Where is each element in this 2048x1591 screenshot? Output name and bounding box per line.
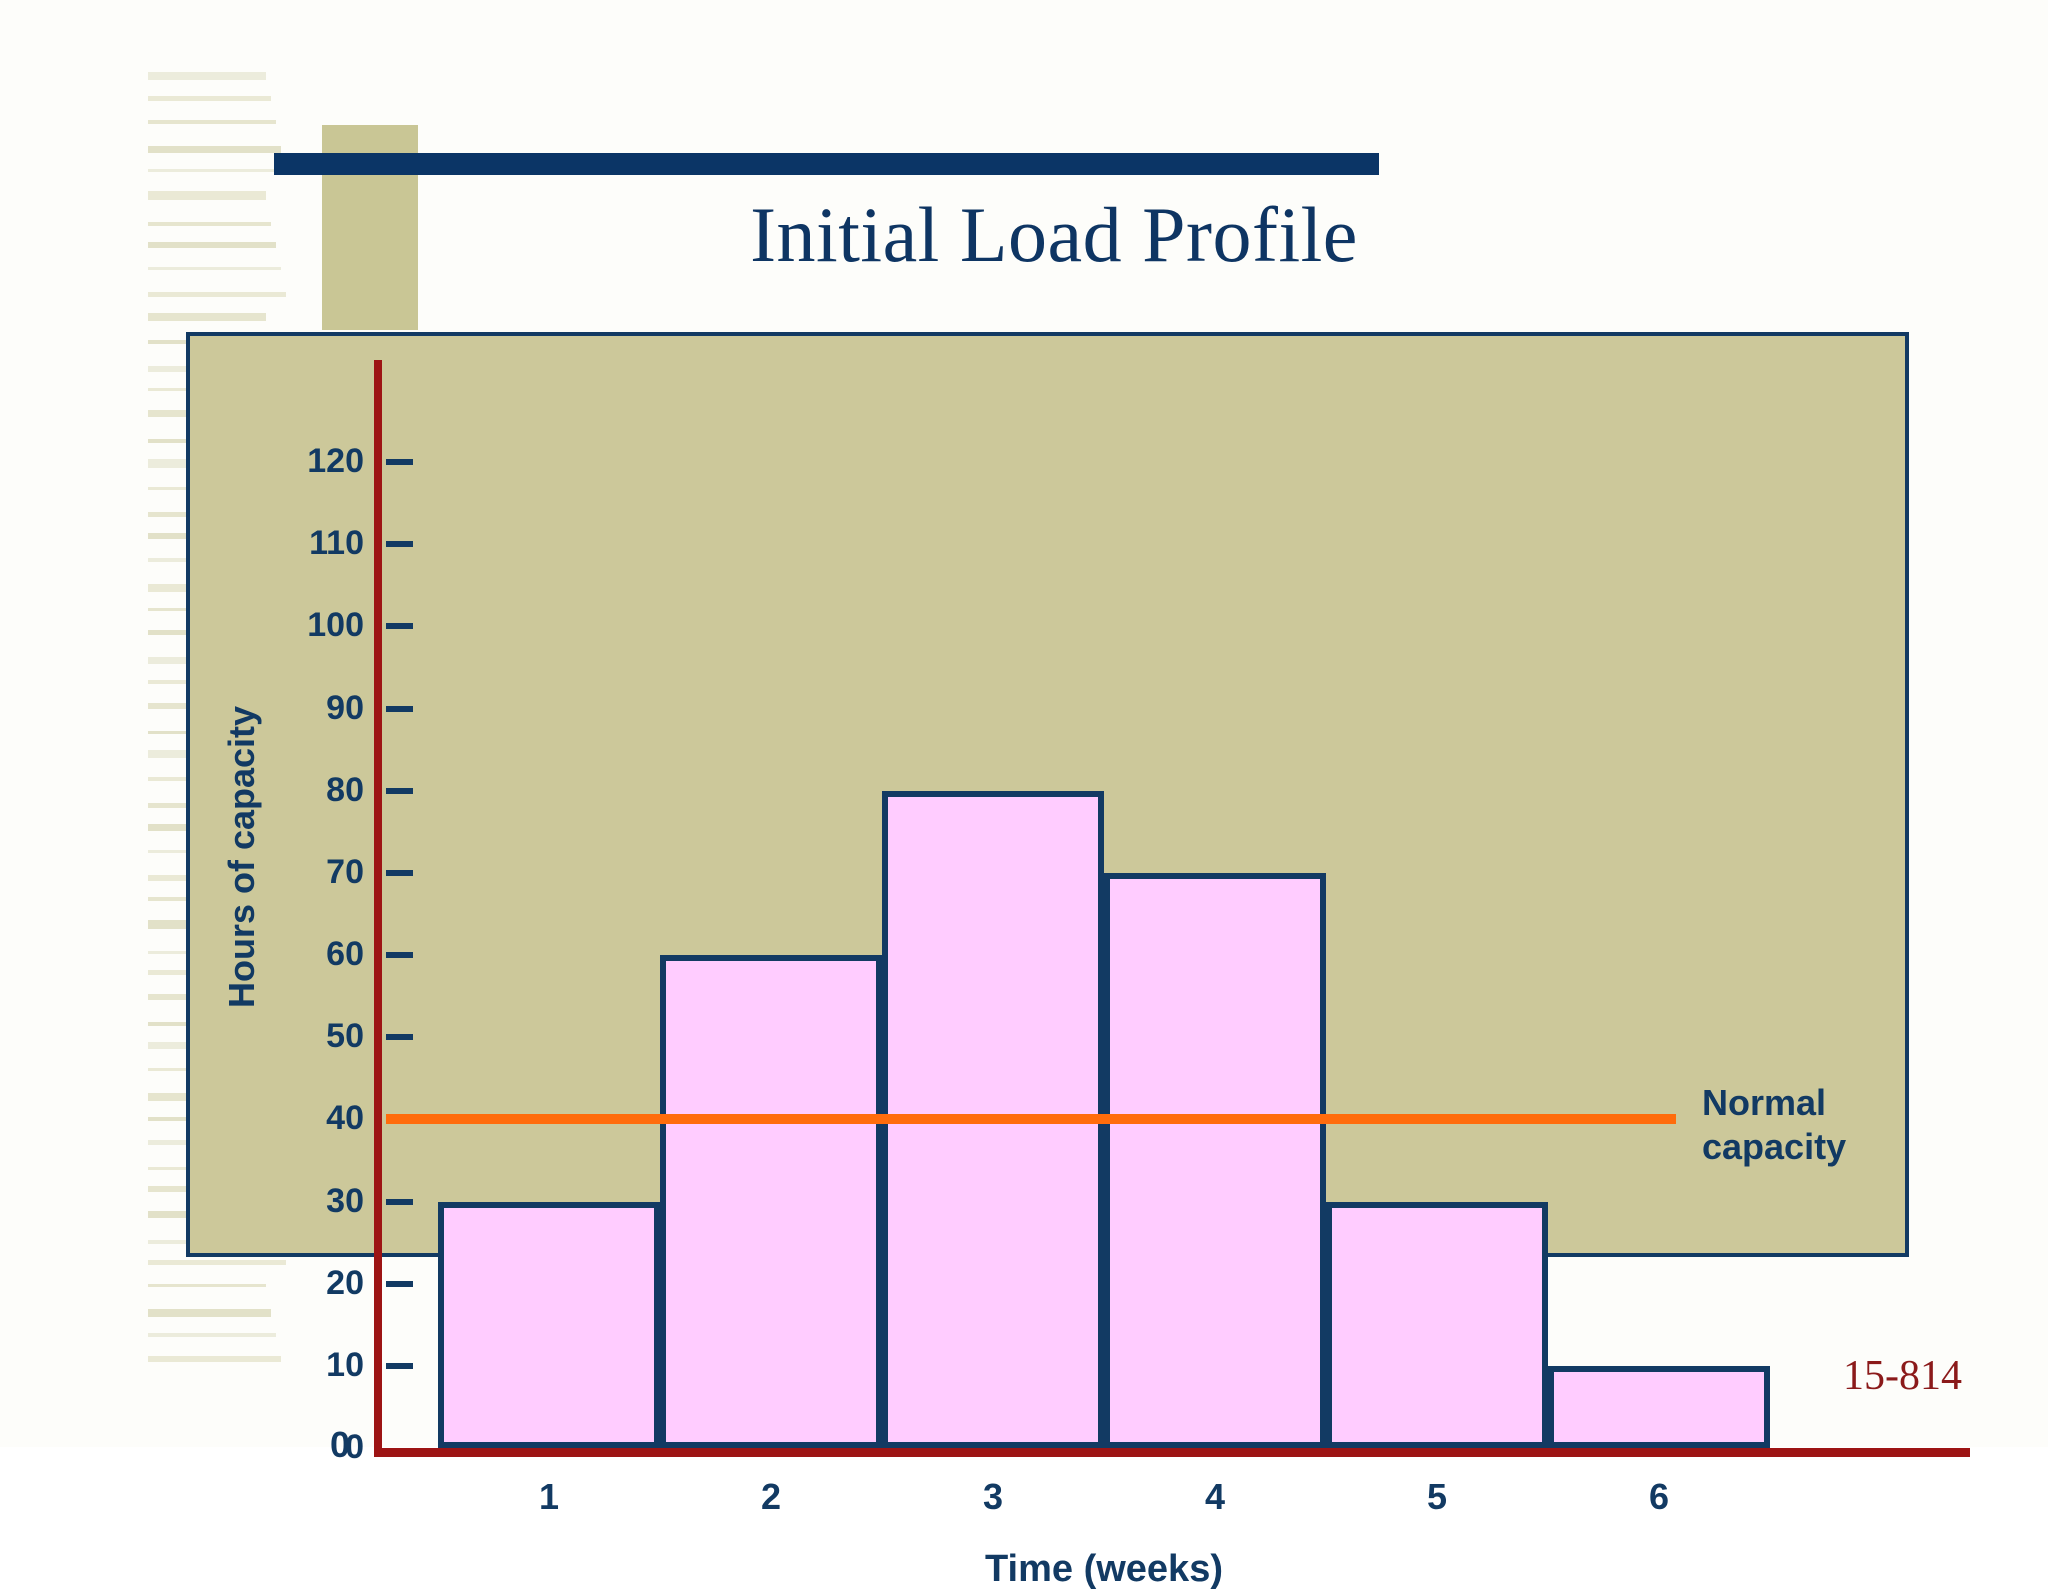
bar-week-5 [1326, 1201, 1548, 1448]
y-axis-tick [386, 705, 413, 712]
bar-week-4 [1104, 872, 1326, 1448]
y-axis-tick-label: 100 [307, 606, 364, 645]
y-axis-title: Hours of capacity [221, 705, 262, 1009]
x-axis-title: Time (weeks) [985, 1548, 1223, 1590]
y-axis-tick-label: 30 [326, 1181, 364, 1220]
normal-capacity-label-line1: Normal [1702, 1082, 1827, 1124]
y-axis-tick [386, 541, 413, 548]
x-axis-tick-label: 5 [1426, 1476, 1448, 1517]
slide: Initial Load Profile Hours of capacity 0… [148, 72, 1970, 1590]
x-axis-tick-label: 1 [538, 1476, 560, 1517]
x-axis-tick-label: 3 [982, 1476, 1004, 1517]
y-axis-line [374, 360, 382, 1454]
y-axis-tick [386, 1198, 413, 1205]
y-axis-tick-label: 110 [309, 524, 364, 563]
y-axis-tick [386, 787, 413, 794]
x-axis-tick-label: 2 [760, 1476, 782, 1517]
normal-capacity-label-line2: capacity [1702, 1126, 1847, 1168]
y-axis-tick [386, 459, 413, 466]
y-axis-tick-label: 90 [326, 688, 364, 727]
bar-week-1 [438, 1201, 660, 1448]
page-title: Initial Load Profile [750, 191, 1358, 278]
y-axis-tick-label: 120 [307, 442, 364, 481]
title-rule [274, 153, 1379, 175]
x-axis-line [374, 1448, 1970, 1457]
y-axis-tick-label: 50 [326, 1017, 364, 1056]
y-axis-tick-label: 80 [326, 770, 364, 809]
y-axis-tick [386, 623, 413, 630]
y-axis-tick-label: 70 [326, 852, 364, 891]
y-axis-tick-label: 60 [326, 935, 364, 974]
y-axis-tick-label: 20 [326, 1263, 364, 1302]
y-axis-tick [386, 1280, 413, 1287]
y-axis-tick [386, 1034, 413, 1041]
y-axis-tick-label: 0 [345, 1428, 364, 1466]
normal-capacity-line [386, 1114, 1676, 1125]
x-axis-tick-label: 4 [1204, 1476, 1226, 1517]
y-axis-tick [386, 952, 413, 959]
bar-week-2 [660, 955, 882, 1448]
y-axis-tick [386, 1362, 413, 1369]
x-axis-tick-label: 6 [1648, 1476, 1670, 1517]
y-axis-tick [386, 869, 413, 876]
y-axis-tick-label: 40 [326, 1099, 364, 1138]
bar-week-6 [1548, 1365, 1770, 1448]
y-axis-tick-label: 10 [326, 1345, 364, 1384]
x-axis-origin-label: 0 [330, 1424, 351, 1465]
slide-number: 15-814 [1843, 1353, 1962, 1399]
